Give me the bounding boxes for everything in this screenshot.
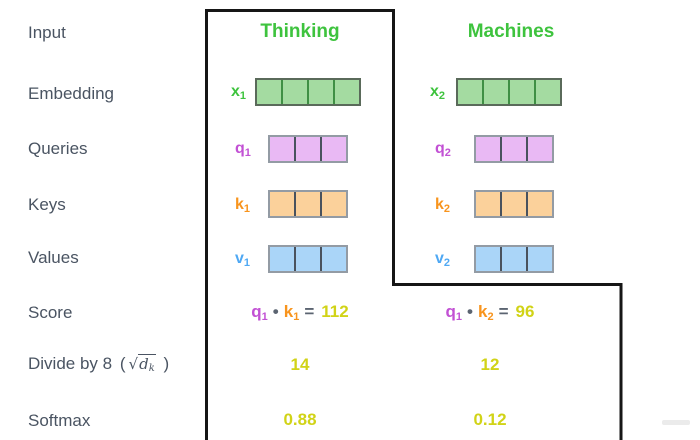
embedding-vector-x2: [456, 78, 562, 106]
vector-cell: [502, 247, 528, 271]
vector-cell: [476, 137, 502, 161]
vector-cell: [458, 80, 484, 104]
divide-value-machines: 12: [480, 355, 500, 374]
value-vector-v2: [474, 245, 554, 273]
softmax-value-machines: 0.12: [473, 410, 507, 429]
score-expression-machines: q1•k2=96: [445, 302, 535, 323]
vector-cell: [536, 80, 560, 104]
vector-cell: [502, 192, 528, 216]
row-label-embedding: Embedding: [28, 84, 115, 103]
vector-cell: [484, 80, 510, 104]
open-paren: (: [119, 354, 126, 373]
vector-cell: [502, 137, 528, 161]
sqrt-dk-formula: √dk: [128, 354, 156, 374]
score-value: 112: [321, 302, 349, 321]
query-vector-q2: [474, 135, 554, 163]
equals-operator: =: [498, 302, 509, 321]
value-label-v2: v2: [435, 250, 451, 269]
row-label-score: Score: [28, 303, 73, 322]
vector-cell: [270, 192, 296, 216]
vector-cell: [528, 137, 552, 161]
row-label-keys: Keys: [28, 195, 66, 214]
embedding-label-x1: x1: [231, 83, 247, 102]
embedding-label-x2: x2: [430, 83, 446, 102]
vector-cell: [510, 80, 536, 104]
key-label-k2: k2: [435, 196, 451, 215]
vector-cell: [283, 80, 309, 104]
column-header-thinking: Thinking: [260, 21, 340, 42]
row-label-input: Input: [28, 23, 66, 42]
softmax-value-thinking: 0.88: [283, 410, 317, 429]
row-label-values: Values: [28, 248, 79, 267]
row-label-divide: Divide by 8 (√dk ): [28, 354, 172, 374]
divide-value-thinking: 14: [290, 355, 310, 374]
dot-operator: •: [272, 302, 279, 321]
vector-cell: [322, 247, 346, 271]
close-paren: ): [163, 354, 170, 373]
vector-cell: [296, 137, 322, 161]
score-value: 96: [515, 302, 535, 321]
query-label-q1: q1: [235, 140, 251, 159]
query-vector-q1: [268, 135, 348, 163]
equals-operator: =: [304, 302, 315, 321]
value-label-v1: v1: [235, 250, 251, 269]
vector-cell: [528, 192, 552, 216]
faint-smudge-artifact: [662, 420, 690, 425]
radical-icon: √: [128, 355, 139, 373]
score-expression-thinking: q1•k1=112: [251, 302, 349, 323]
vector-cell: [476, 192, 502, 216]
value-vector-v1: [268, 245, 348, 273]
vector-cell: [528, 247, 552, 271]
column-header-machines: Machines: [467, 21, 555, 42]
vector-cell: [270, 247, 296, 271]
key-label-k1: k1: [235, 196, 251, 215]
embedding-vector-x1: [255, 78, 361, 106]
vector-cell: [476, 247, 502, 271]
key-vector-k1: [268, 190, 348, 218]
dot-operator: •: [467, 302, 473, 321]
row-label-queries: Queries: [28, 139, 88, 158]
vector-cell: [296, 192, 322, 216]
vector-cell: [296, 247, 322, 271]
vector-cell: [309, 80, 335, 104]
vector-cell: [257, 80, 283, 104]
vector-cell: [335, 80, 359, 104]
vector-cell: [322, 192, 346, 216]
key-vector-k2: [474, 190, 554, 218]
row-label-softmax: Softmax: [28, 411, 91, 430]
divide-text: Divide by 8: [28, 354, 113, 373]
query-label-q2: q2: [435, 140, 451, 159]
vector-cell: [322, 137, 346, 161]
vector-cell: [270, 137, 296, 161]
